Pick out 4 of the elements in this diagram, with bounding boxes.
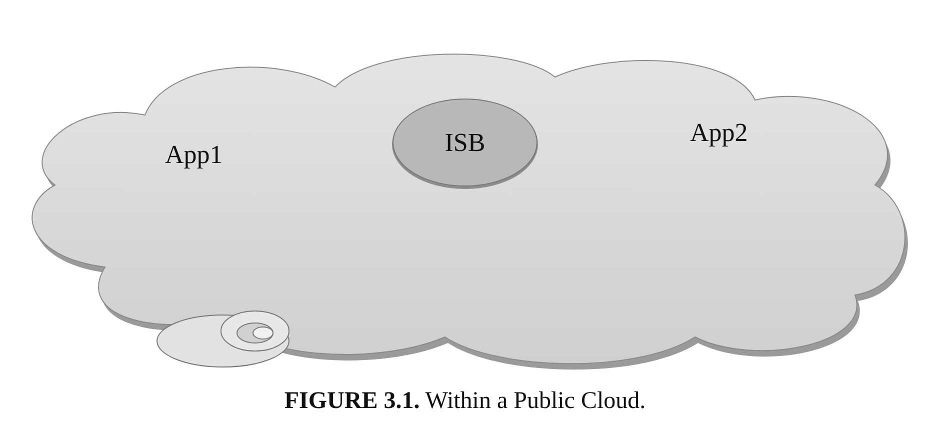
app-label: App2 (690, 118, 748, 148)
app-label: App1 (165, 140, 223, 170)
figure-caption: FIGURE 3.1. Within a Public Cloud. (284, 388, 646, 414)
node-label: ISB (444, 128, 486, 158)
